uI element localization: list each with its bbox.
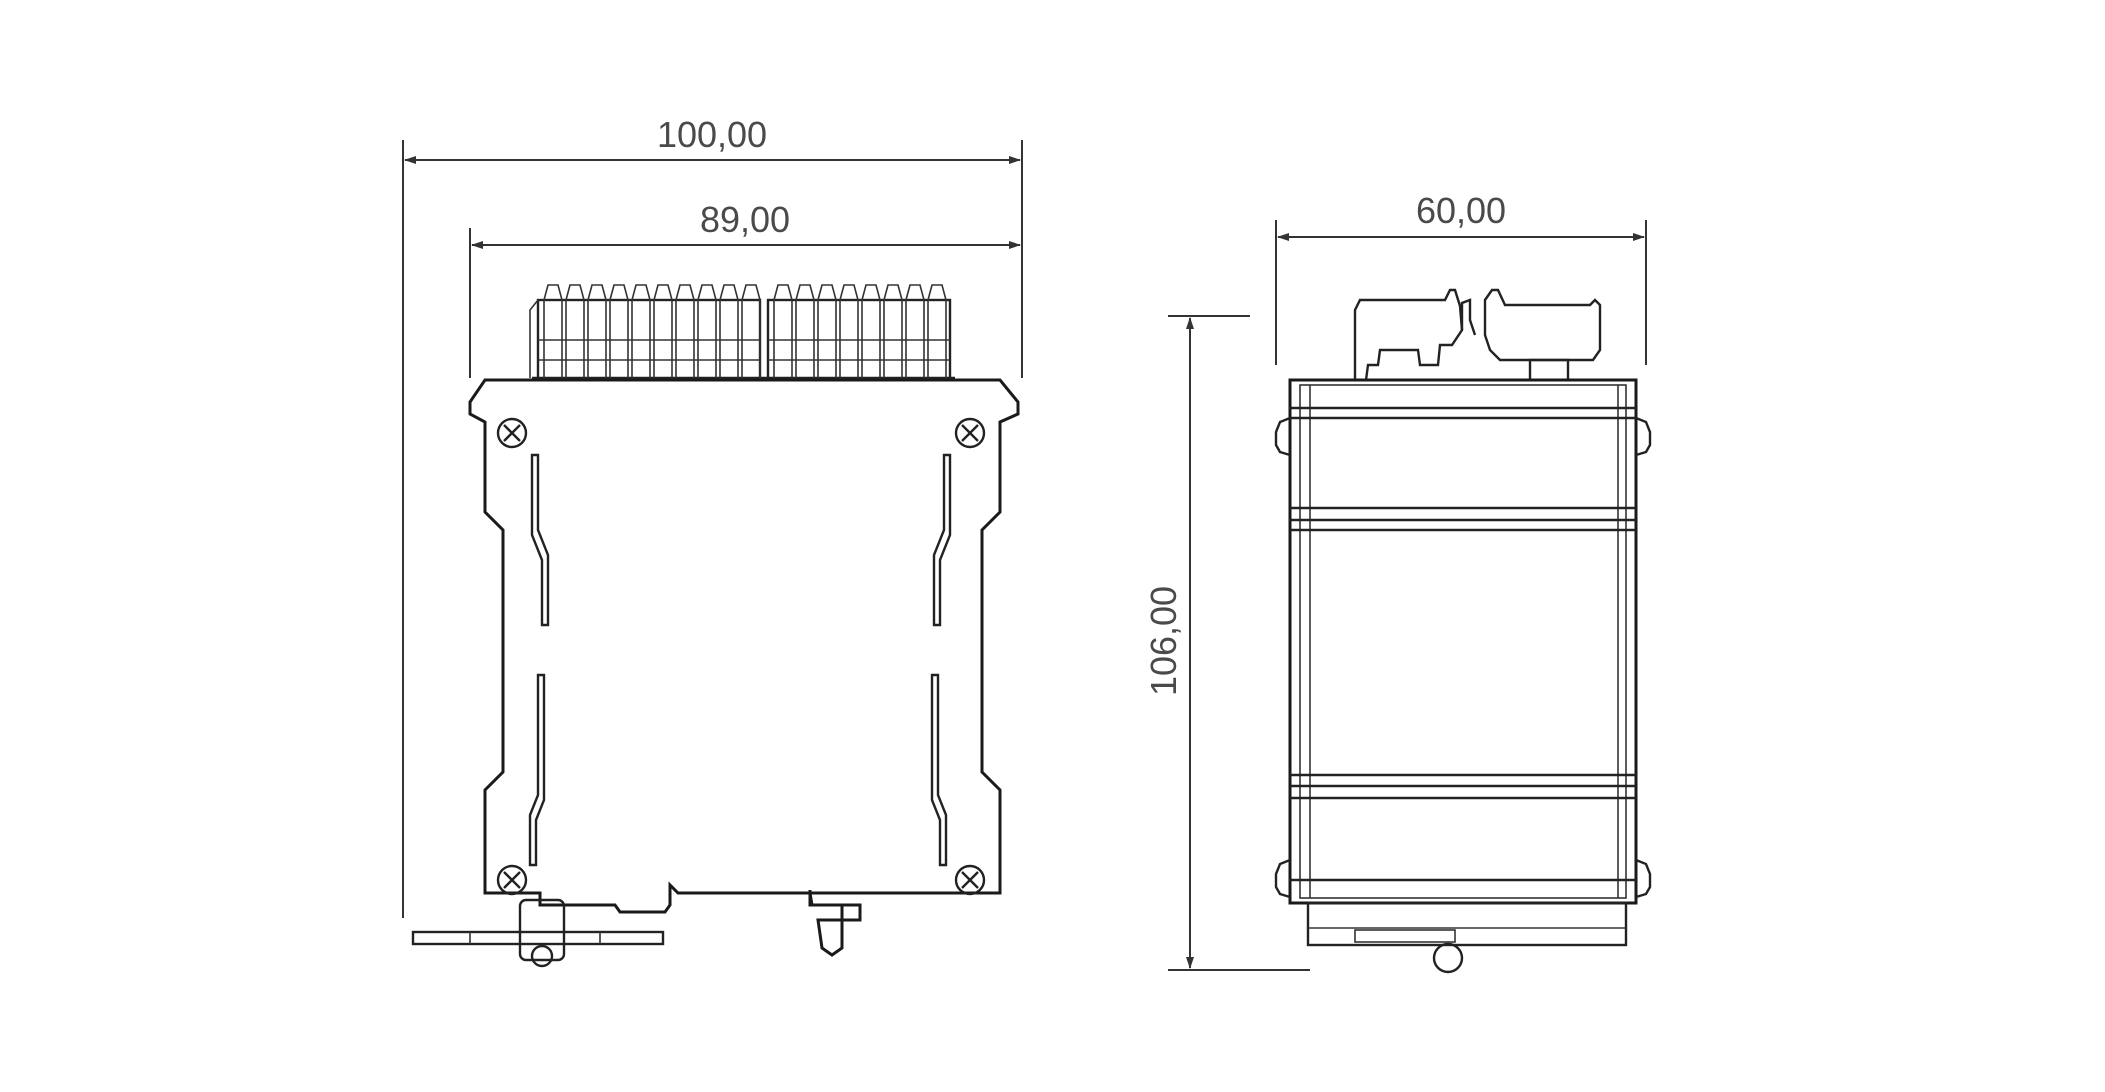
terminal-clamp: [883, 284, 903, 380]
terminal-clamp: [795, 284, 815, 380]
terminal-clamp: [631, 284, 651, 380]
terminal-clamp: [565, 284, 585, 380]
terminal-clamp: [817, 284, 837, 380]
dimension-side-width: 60,00: [1275, 190, 1647, 365]
front-view: 100,00 89,00: [402, 114, 1023, 968]
dimension-label-side-width: 60,00: [1416, 190, 1506, 231]
dimension-label-terminal-width: 89,00: [700, 199, 790, 240]
dimension-height: 106,00: [1143, 315, 1310, 971]
screw-icon: [496, 864, 528, 896]
dimension-overall-width: 100,00: [402, 114, 1023, 918]
screw-icon: [954, 864, 986, 896]
terminal-clamp: [741, 284, 761, 380]
front-housing: [411, 378, 1020, 968]
dimension-terminal-width: 89,00: [469, 199, 1021, 378]
terminal-clamp: [543, 284, 563, 380]
dimension-label-height: 106,00: [1143, 586, 1184, 696]
terminal-clamp: [861, 284, 881, 380]
din-latch: [411, 898, 665, 968]
terminal-clamp: [905, 284, 925, 380]
terminal-clamp: [609, 284, 629, 380]
terminal-clamp: [927, 284, 947, 380]
terminal-clamp: [675, 284, 695, 380]
terminal-clamp: [839, 284, 859, 380]
dimension-label-overall-width: 100,00: [657, 114, 767, 155]
terminal-blocks: [529, 284, 955, 382]
terminal-clamp: [719, 284, 739, 380]
terminal-clamp: [697, 284, 717, 380]
side-terminal-connectors: [1353, 288, 1602, 384]
side-housing: [1274, 378, 1652, 974]
terminal-clamp: [587, 284, 607, 380]
screw-icon: [954, 417, 986, 449]
spring-clip-right: [930, 453, 952, 867]
screw-icon: [496, 417, 528, 449]
terminal-clamp: [773, 284, 793, 380]
terminal-clamp: [653, 284, 673, 380]
side-view: 60,00 106,00: [1143, 190, 1652, 974]
spring-clip-left: [528, 453, 550, 867]
